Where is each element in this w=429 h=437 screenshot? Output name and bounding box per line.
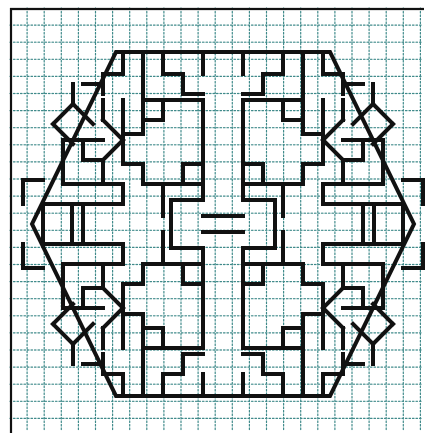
lattice-segment bbox=[103, 308, 123, 328]
lattice-center bbox=[72, 52, 374, 396]
lattice-quadrant-4 bbox=[203, 200, 423, 396]
lattice-segment bbox=[323, 120, 343, 140]
lattice-segment bbox=[103, 140, 123, 160]
lattice-segment bbox=[103, 120, 123, 140]
lattice-quadrant-1 bbox=[23, 52, 243, 248]
lattice-segment bbox=[53, 324, 73, 344]
lattice-segment bbox=[323, 288, 343, 308]
lattice-pattern bbox=[23, 52, 423, 396]
lattice-segment bbox=[323, 308, 343, 328]
lattice-segment bbox=[103, 288, 123, 308]
lattice-segment bbox=[323, 140, 343, 160]
lattice-segment bbox=[373, 324, 393, 344]
lattice-quadrant-2 bbox=[203, 52, 423, 248]
lattice-segment bbox=[53, 104, 73, 124]
lattice-segment bbox=[373, 104, 393, 124]
hexagon-outline-icon bbox=[32, 52, 414, 396]
